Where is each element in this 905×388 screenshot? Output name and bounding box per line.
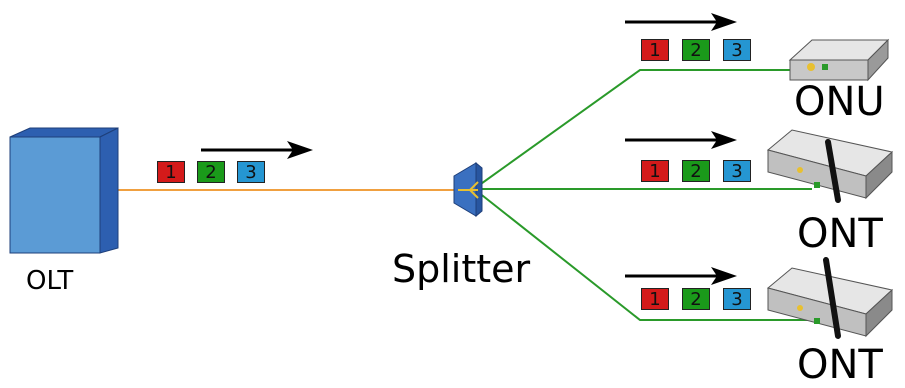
packet-1: 1 xyxy=(641,39,669,61)
branch-fiber-top xyxy=(477,69,812,187)
packet-1: 1 xyxy=(641,288,669,310)
direction-arrow-icon xyxy=(625,13,737,31)
packet-1: 1 xyxy=(157,161,185,183)
ont-label: ONT xyxy=(797,211,883,257)
direction-arrow-icon xyxy=(625,131,737,149)
packet-3: 3 xyxy=(723,288,751,310)
packet-3: 3 xyxy=(723,39,751,61)
packet-3: 3 xyxy=(723,160,751,182)
packet-2: 2 xyxy=(682,160,710,182)
splitter-label: Splitter xyxy=(392,247,531,291)
packet-2: 2 xyxy=(682,288,710,310)
onu-device-icon xyxy=(788,38,890,82)
direction-arrow-icon xyxy=(625,267,737,285)
packet-3: 3 xyxy=(237,161,265,183)
ont-router-icon xyxy=(766,257,894,339)
optical-splitter-icon xyxy=(453,161,483,218)
branch-fiber-bottom xyxy=(477,191,812,321)
ont-label: ONT xyxy=(797,342,883,388)
olt-cabinet-icon xyxy=(9,127,119,254)
packet-2: 2 xyxy=(682,39,710,61)
ont-router-icon xyxy=(766,129,894,203)
olt-label: OLT xyxy=(26,266,74,296)
packet-1: 1 xyxy=(641,160,669,182)
packet-2: 2 xyxy=(197,161,225,183)
direction-arrow-icon xyxy=(201,141,313,159)
onu-label: ONU xyxy=(794,79,885,125)
